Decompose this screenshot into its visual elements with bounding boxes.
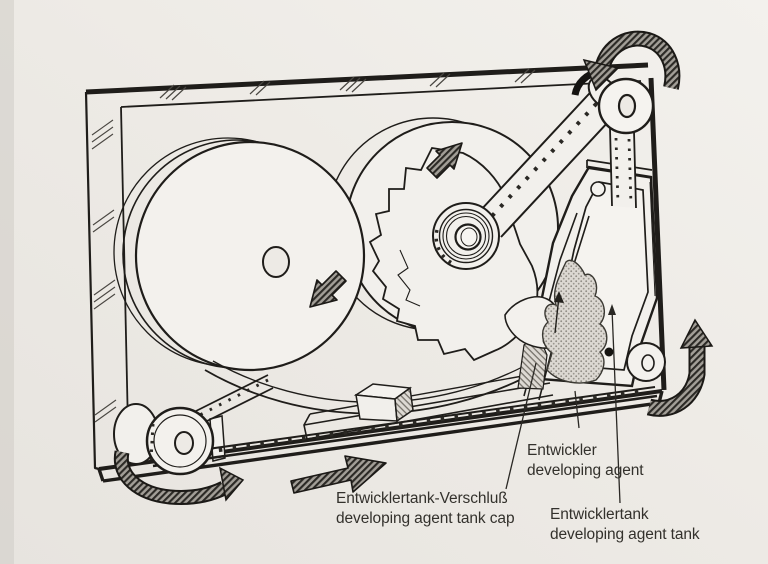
reel-hub-hole bbox=[262, 246, 290, 278]
film-direction-arrow-bottom-icon bbox=[290, 455, 387, 494]
leader-developer bbox=[574, 390, 580, 429]
rotation-arrow-supply-reel-icon bbox=[309, 270, 347, 308]
callout-developer-en: developing agent bbox=[527, 462, 644, 479]
developer-tank bbox=[504, 159, 666, 401]
film-direction-arrow-right-icon bbox=[646, 318, 714, 417]
film-flow-arrow bbox=[554, 291, 564, 334]
callout-tank-de: Entwicklertank bbox=[550, 506, 649, 523]
developer-splash bbox=[541, 259, 608, 384]
callout-tank-cap-label: Entwicklertank-Verschluß developing agen… bbox=[336, 489, 515, 529]
bottom-left-roller bbox=[113, 403, 215, 476]
film-strip-diagonal bbox=[478, 80, 624, 238]
callout-developer-label: Entwickler developing agent bbox=[527, 441, 644, 481]
callout-leaders bbox=[505, 304, 621, 504]
callout-tank-en: developing agent tank bbox=[550, 526, 700, 543]
rotation-arrow-takeup-reel-icon bbox=[426, 142, 463, 179]
film-strip-vertical bbox=[609, 127, 637, 209]
tank-roller bbox=[626, 342, 666, 382]
film-strip-bottom bbox=[149, 386, 658, 468]
pivot-dot bbox=[604, 347, 614, 357]
guide-block bbox=[353, 383, 414, 423]
callout-tank-label: Entwicklertank developing agent tank bbox=[550, 505, 700, 545]
callout-tank-cap-de: Entwicklertank-Verschluß bbox=[336, 490, 508, 507]
takeup-hub bbox=[432, 202, 500, 270]
supply-reel bbox=[113, 137, 366, 372]
callout-tank-cap-en: developing agent tank cap bbox=[336, 510, 515, 527]
rotation-arrow-top-roller-icon bbox=[582, 30, 681, 92]
film-strip-feed bbox=[191, 374, 274, 427]
leader-tank-cap bbox=[505, 362, 537, 490]
rotation-arrow-bottom-left-icon bbox=[113, 450, 245, 505]
top-right-roller bbox=[571, 68, 655, 135]
leader-tank bbox=[611, 308, 621, 504]
callout-developer-de: Entwickler bbox=[527, 442, 597, 459]
